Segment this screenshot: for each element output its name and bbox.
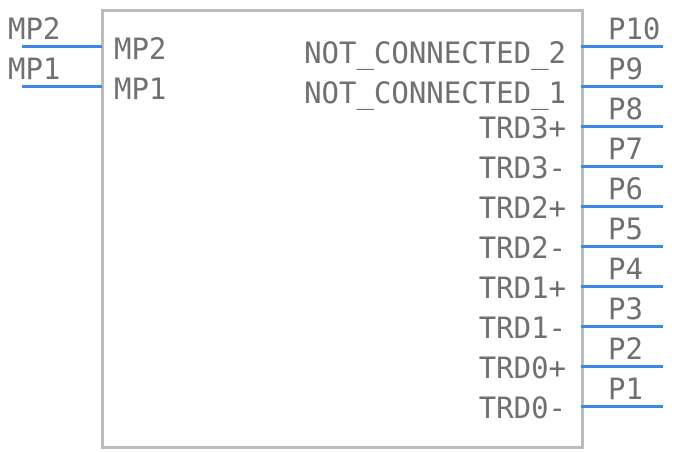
pin-line-p10 <box>581 45 663 48</box>
pin-line-mp2 <box>22 45 102 48</box>
signal-label-p1: TRD0- <box>478 391 566 425</box>
pin-number-p5: P5 <box>608 212 643 246</box>
signal-label-p6: TRD2+ <box>478 191 566 225</box>
pin-number-p2: P2 <box>608 332 643 366</box>
pin-number-p6: P6 <box>608 172 643 206</box>
pin-line-p5 <box>581 245 663 248</box>
pin-number-p3: P3 <box>608 292 643 326</box>
signal-label-p7: TRD3- <box>478 151 566 185</box>
signal-label-p9: NOT_CONNECTED_1 <box>304 76 566 110</box>
signal-label-mp1: MP1 <box>114 72 167 106</box>
pin-number-mp1: MP1 <box>8 52 61 86</box>
signal-label-p2: TRD0+ <box>478 351 566 385</box>
component-body <box>101 9 584 449</box>
pin-number-mp2: MP2 <box>8 12 61 46</box>
pin-line-p2 <box>581 365 663 368</box>
signal-label-p4: TRD1+ <box>478 271 566 305</box>
signal-label-p8: TRD3+ <box>478 111 566 145</box>
pin-line-mp1 <box>22 85 102 88</box>
signal-label-mp2: MP2 <box>114 32 167 66</box>
pin-line-p7 <box>581 165 663 168</box>
signal-label-p10: NOT_CONNECTED_2 <box>304 36 566 70</box>
pin-line-p9 <box>581 85 663 88</box>
signal-label-p5: TRD2- <box>478 231 566 265</box>
signal-label-p3: TRD1- <box>478 311 566 345</box>
pin-line-p8 <box>581 125 663 128</box>
pin-number-p9: P9 <box>608 52 643 86</box>
pin-line-p4 <box>581 285 663 288</box>
pin-line-p1 <box>581 405 663 408</box>
pin-number-p4: P4 <box>608 252 643 286</box>
pin-line-p6 <box>581 205 663 208</box>
pin-number-p8: P8 <box>608 92 643 126</box>
pin-line-p3 <box>581 325 663 328</box>
pin-number-p10: P10 <box>608 12 661 46</box>
pin-number-p7: P7 <box>608 132 643 166</box>
pin-number-p1: P1 <box>608 372 643 406</box>
